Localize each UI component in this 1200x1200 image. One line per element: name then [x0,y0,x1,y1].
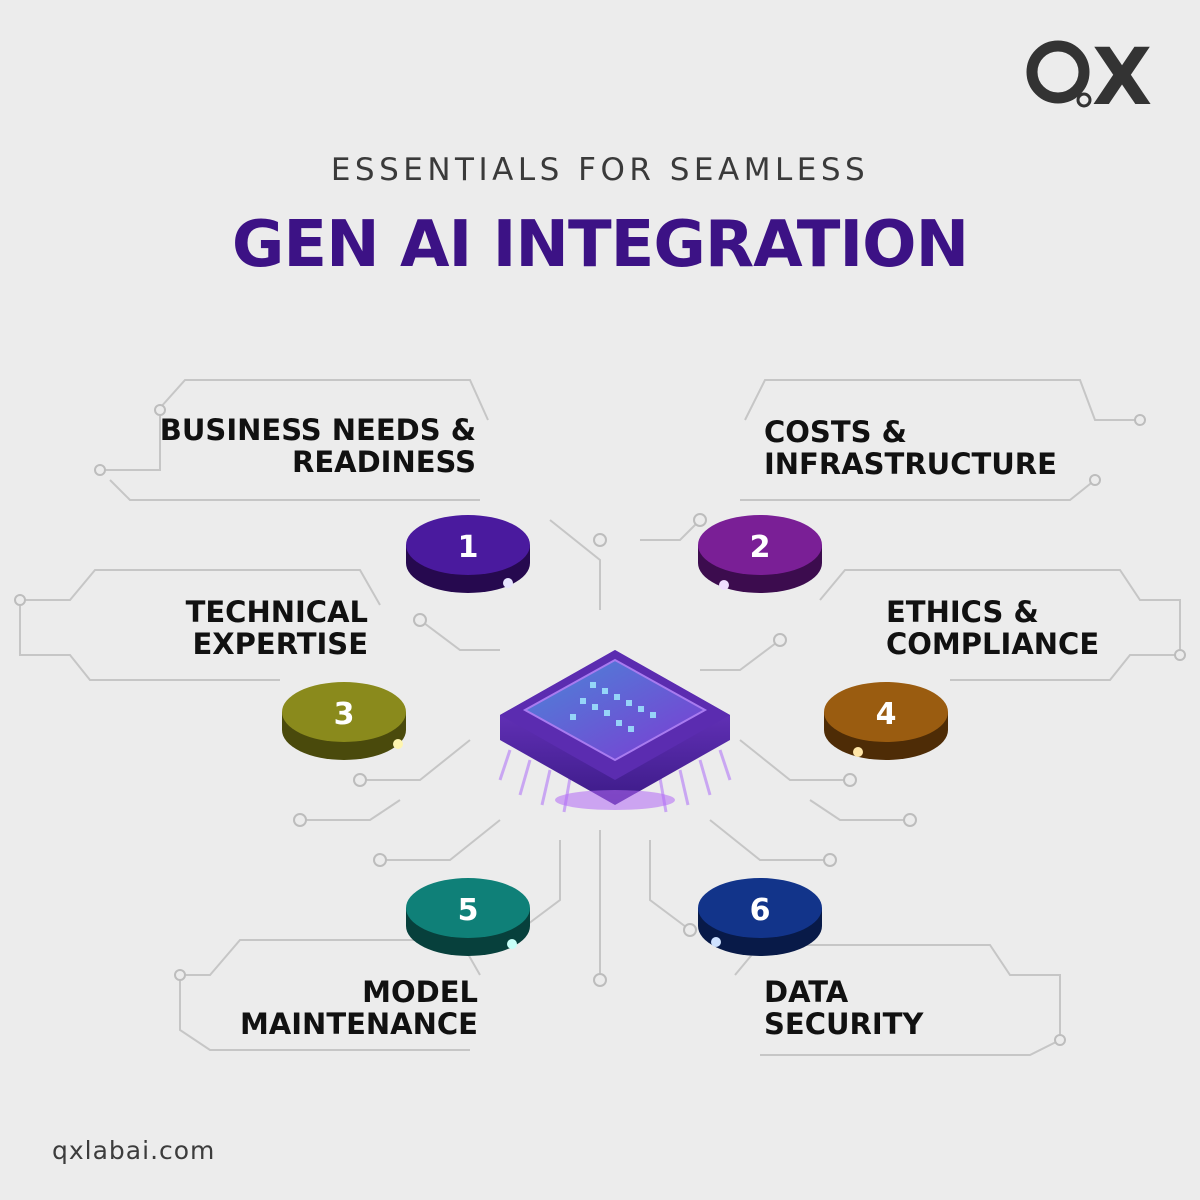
label-1-line2: READINESS [292,445,476,479]
disc-1-top [406,515,530,575]
disc-3-top [282,682,406,742]
disc-5: 5 [406,878,530,956]
website-link[interactable]: qxlabai.com [52,1136,216,1165]
disc-2: 2 [698,515,822,593]
ai-chip-icon [498,650,732,813]
label-3-line1: TECHNICAL [185,595,368,629]
label-6: DATA SECURITY [764,976,1064,1040]
disc-4: 4 [824,682,948,760]
label-4-line2: COMPLIANCE [886,627,1100,661]
label-2-line2: INFRASTRUCTURE [764,447,1057,481]
page-subtitle: ESSENTIALS FOR SEAMLESS [330,152,870,188]
disc-1: 1 [406,515,530,593]
disc-2-number: 2 [750,530,771,565]
disc-4-top [824,682,948,742]
label-3: TECHNICAL EXPERTISE [100,596,368,660]
label-5: MODEL MAINTENANCE [180,976,478,1040]
disc-1-number: 1 [458,530,479,565]
label-4: ETHICS & COMPLIANCE [886,596,1176,660]
label-5-line1: MODEL [362,975,478,1009]
label-5-line2: MAINTENANCE [239,1007,478,1041]
disc-4-number: 4 [876,697,897,732]
page-title: GEN AI INTEGRATION [231,208,969,282]
label-4-line1: ETHICS & [886,595,1039,629]
disc-5-number: 5 [458,893,479,928]
label-2: COSTS & INFRASTRUCTURE [764,416,1094,480]
label-3-line2: EXPERTISE [192,627,368,661]
disc-3: 3 [282,682,406,760]
disc-5-top [406,878,530,938]
label-1: BUSINESS NEEDS & READINESS [140,414,476,478]
label-1-line1: BUSINESS NEEDS & [159,413,476,447]
disc-6-top [698,878,822,938]
disc-6-number: 6 [750,893,771,928]
disc-3-number: 3 [334,697,355,732]
logo-letter-x: X [1092,36,1152,112]
label-2-line1: COSTS & [764,415,907,449]
qx-logo-icon: X [1026,36,1152,112]
label-6-line1: DATA [764,975,849,1009]
disc-2-top [698,515,822,575]
label-6-line2: SECURITY [764,1007,924,1041]
disc-6: 6 [698,878,822,956]
